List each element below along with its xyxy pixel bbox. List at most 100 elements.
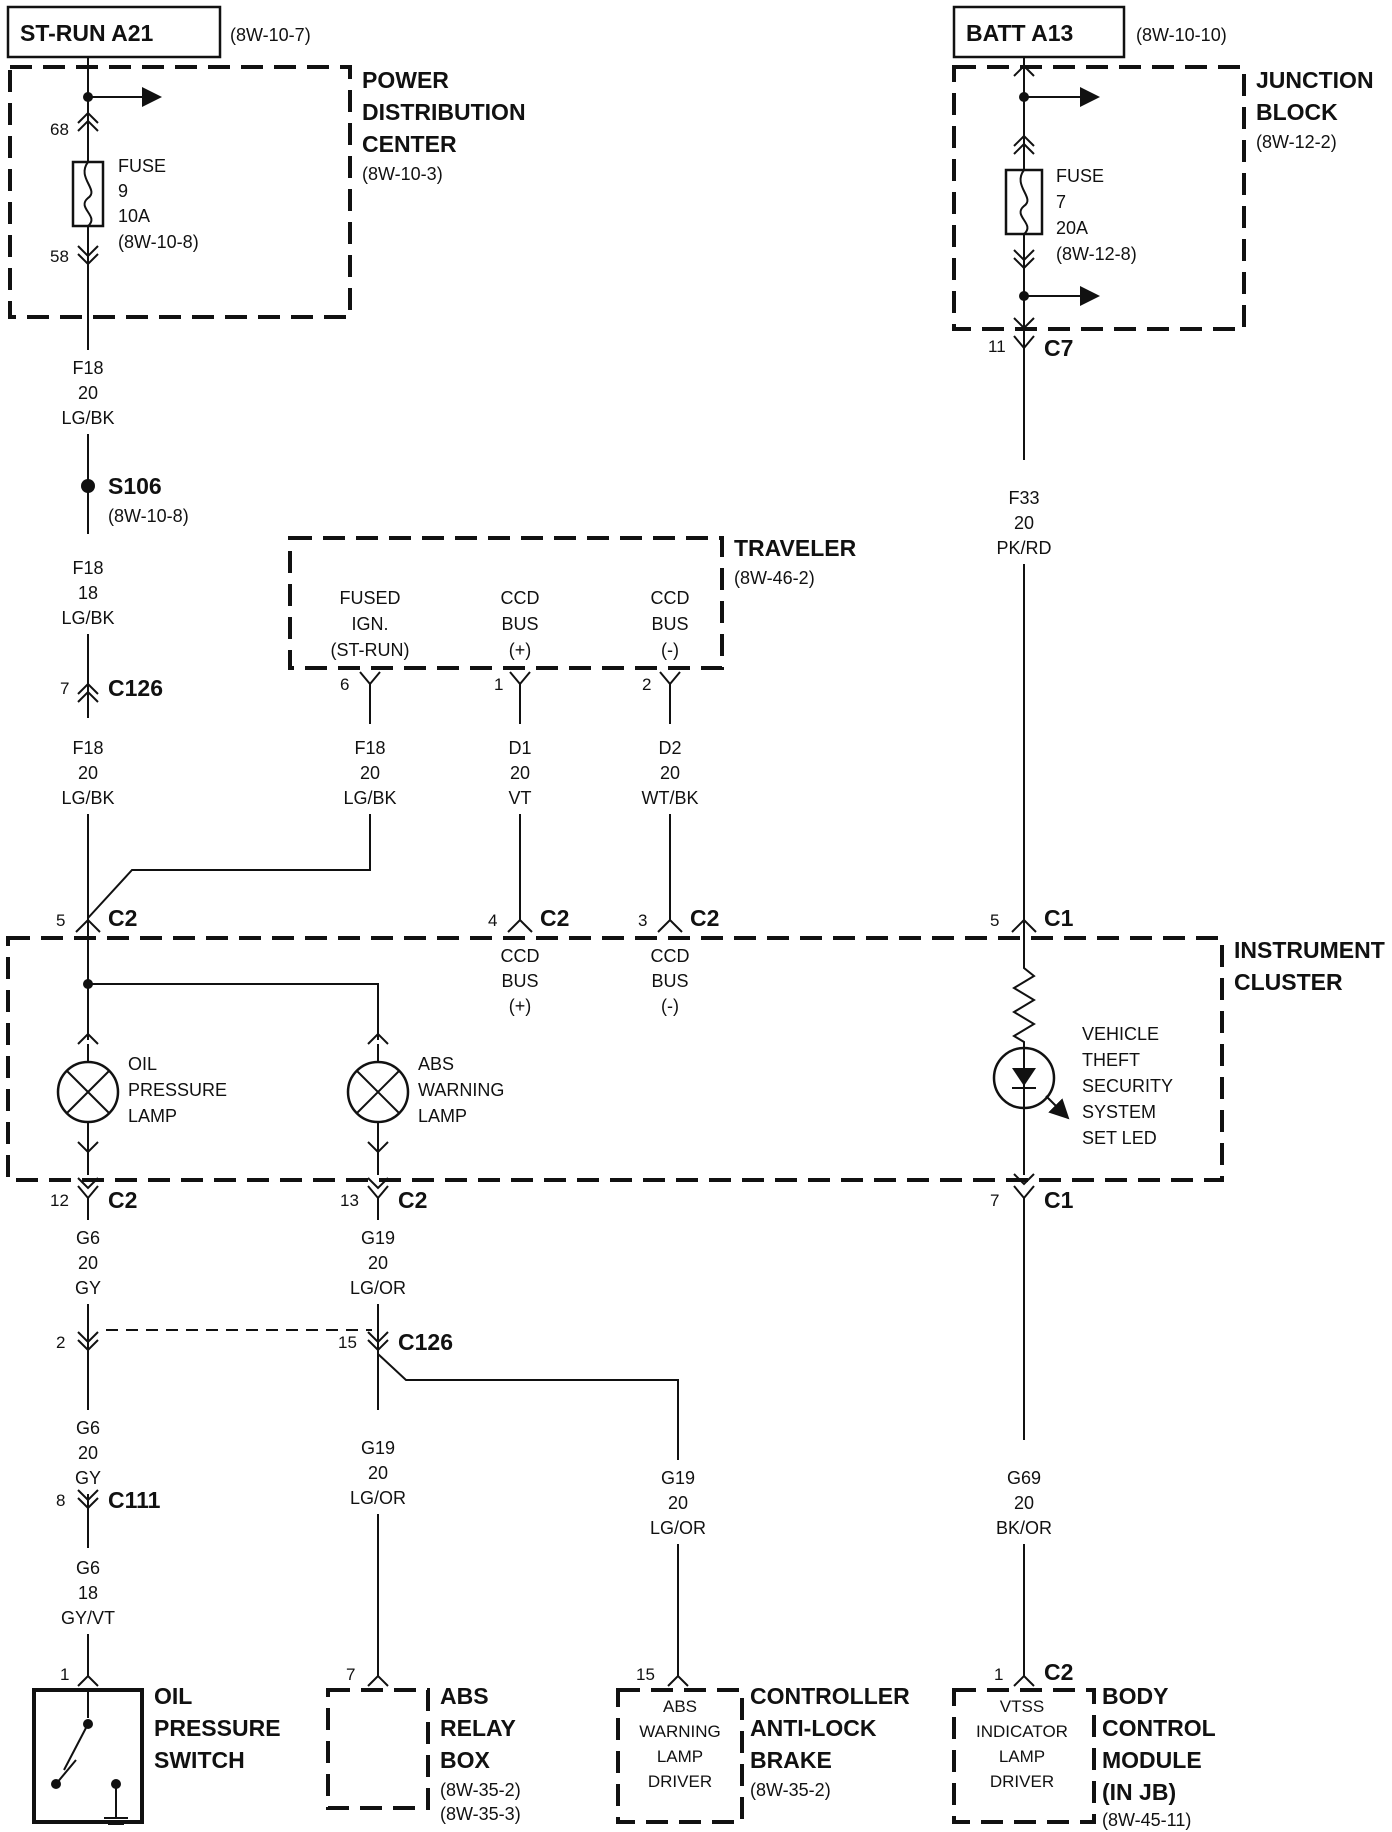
cluster-c2-5-connector [75, 918, 101, 960]
traveler-title: TRAVELER [734, 535, 857, 561]
wire-g6-b-gauge: 20 [78, 1443, 98, 1463]
traveler-pin6-num: 6 [340, 675, 349, 694]
wire-d1-gauge: 20 [510, 763, 530, 783]
vtss-line2: THEFT [1082, 1050, 1140, 1070]
fuse-9-rating: 10A [118, 206, 150, 226]
oil-switch-connector [77, 1674, 99, 1687]
pdc-fuse-in-connector [77, 111, 99, 132]
wire-d2-color: WT/BK [642, 788, 699, 808]
traveler-pin1-line2: BUS [501, 614, 538, 634]
jb-ref: (8W-12-2) [1256, 132, 1337, 152]
st-run-ref: (8W-10-7) [230, 25, 311, 45]
fuse-9-number: 9 [118, 181, 128, 201]
fuse-9-body [71, 160, 105, 228]
wire-f18-18-color: LG/BK [61, 608, 114, 628]
bcm-inner-2: INDICATOR [976, 1722, 1068, 1741]
jb-box [952, 65, 1246, 331]
wire-g19-b-gauge: 20 [368, 1463, 388, 1483]
st-run-source-box [6, 5, 222, 59]
cluster-c2-12-pin: 12 [50, 1191, 69, 1210]
wire-f18-b-color: LG/BK [61, 788, 114, 808]
cluster-c2-5-pin: 5 [56, 911, 65, 930]
pdc-ref: (8W-10-3) [362, 164, 443, 184]
cab-inner-3: LAMP [657, 1747, 703, 1766]
vtss-line3: SECURITY [1082, 1076, 1173, 1096]
pdc-title-2: DISTRIBUTION [362, 99, 526, 125]
batt-ref: (8W-10-10) [1136, 25, 1227, 45]
wire-d1-code: D1 [508, 738, 531, 758]
abs-lamp-out [367, 1122, 389, 1190]
abs-relay-connector [367, 1674, 389, 1687]
traveler-pin6-line1: FUSED [339, 588, 400, 608]
wire-g6-a-color: GY [75, 1278, 101, 1298]
traveler-pin1-line3: (+) [509, 640, 532, 660]
abs-relay-box [326, 1688, 430, 1810]
wire-f18-gauge: 20 [78, 383, 98, 403]
oil-switch-title-2: PRESSURE [154, 1715, 281, 1741]
abs-relay-title-3: BOX [440, 1747, 491, 1773]
bcm-title-2: CONTROL [1102, 1715, 1216, 1741]
wire-g19-a-code: G19 [361, 1228, 395, 1248]
bcm-inner-1: VTSS [1000, 1697, 1044, 1716]
c126-top-connector [77, 682, 99, 703]
oil-switch-contacts [63, 1690, 89, 1771]
wire-g19-c-gauge: 20 [668, 1493, 688, 1513]
wire-f18-color: LG/BK [61, 408, 114, 428]
bcm-box [952, 1688, 1096, 1824]
fuse-7-rating: 20A [1056, 218, 1088, 238]
oil-switch-title-3: SWITCH [154, 1747, 245, 1773]
wire-f18-b-code: F18 [72, 738, 103, 758]
vtss-resistor [1012, 960, 1036, 1048]
bcm-title-3: MODULE [1102, 1747, 1202, 1773]
splice-s106-dot [81, 479, 95, 493]
c7-connector [1013, 335, 1035, 350]
oil-lamp-out [77, 1122, 99, 1190]
bcm-title-4: (IN JB) [1102, 1779, 1176, 1805]
abs-relay-pin: 7 [346, 1665, 355, 1684]
wire-g6-b-code: G6 [76, 1418, 100, 1438]
oil-switch-title-1: OIL [154, 1683, 192, 1709]
c126-bottom-left-connector [77, 1331, 99, 1352]
cluster-c1-7-name: C1 [1044, 1187, 1074, 1213]
bcm-title-1: BODY [1102, 1683, 1168, 1709]
cluster-c2-3-connector [657, 918, 683, 933]
wire-g19-a-color: LG/OR [350, 1278, 406, 1298]
cluster-c1-7-pin: 7 [990, 1191, 999, 1210]
c7-name: C7 [1044, 335, 1073, 361]
vtss-line1: VEHICLE [1082, 1024, 1159, 1044]
wire-g69-color: BK/OR [996, 1518, 1052, 1538]
pdc-fuse-out-connector [77, 245, 99, 266]
bcm-connector [1013, 1674, 1035, 1687]
wire-f18-trav-color: LG/BK [343, 788, 396, 808]
cab-inner-2: WARNING [639, 1722, 721, 1741]
wire-g6-b-color: GY [75, 1468, 101, 1488]
cluster-c2-3-pin: 3 [638, 911, 647, 930]
cluster-c2-3-name: C2 [690, 905, 719, 931]
cluster-title-1: INSTRUMENT [1234, 937, 1385, 963]
bcm-ref: (8W-45-11) [1102, 1810, 1191, 1830]
jb-out-arrow [1013, 317, 1035, 330]
wire-g69-code: G69 [1007, 1468, 1041, 1488]
cab-connector [667, 1674, 689, 1687]
cluster-title-2: CLUSTER [1234, 969, 1343, 995]
splice-s106-name: S106 [108, 473, 162, 499]
fuse-9-ref: (8W-10-8) [118, 232, 199, 252]
instrument-cluster-box [6, 936, 1224, 1182]
pdc-pin-68: 68 [50, 120, 69, 139]
pdc-pin-58: 58 [50, 247, 69, 266]
cluster-c1-5-pin: 5 [990, 911, 999, 930]
wire-f18-b-gauge: 20 [78, 763, 98, 783]
abs-lamp-line1: ABS [418, 1054, 454, 1074]
oil-switch-pivot [83, 1719, 93, 1729]
c126-bottom-left-pin: 2 [56, 1333, 65, 1352]
wire-d1-color: VT [508, 788, 531, 808]
wire-f33-color: PK/RD [996, 538, 1051, 558]
wire-g19-c-code: G19 [661, 1468, 695, 1488]
c7-pin: 11 [988, 337, 1006, 356]
wire-g19-c-color: LG/OR [650, 1518, 706, 1538]
splice-s106-ref: (8W-10-8) [108, 506, 189, 526]
cluster-c2-13-pin: 13 [340, 1191, 359, 1210]
cluster-c1-5-connector [1011, 918, 1037, 960]
pdc-title-1: POWER [362, 67, 449, 93]
